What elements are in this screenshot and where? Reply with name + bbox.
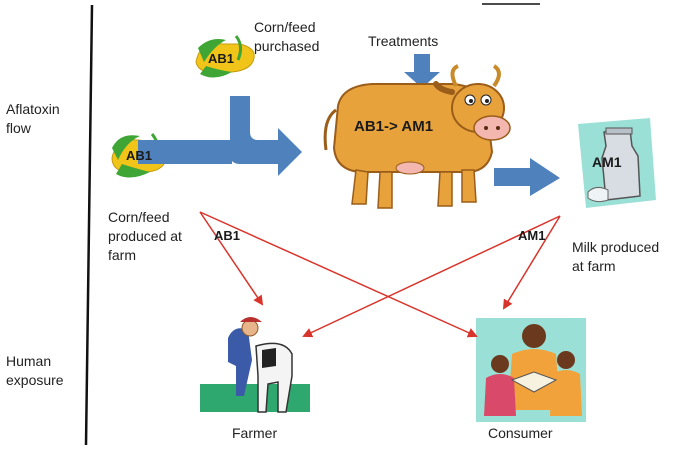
human-exposure-label: Human exposure [6, 353, 64, 388]
divider-line [84, 4, 94, 446]
milk-badge: AM1 [592, 154, 622, 170]
exposure-arrow-am1-to-consumer [502, 215, 561, 310]
consumer-icon [476, 318, 586, 422]
corn-purchased-icon [195, 35, 255, 78]
milk-can-icon [578, 118, 656, 208]
flow-arrow-cow-to-milk [494, 158, 560, 196]
treatments-arrow [404, 54, 440, 88]
milk-label: Milk produced at farm [572, 239, 660, 274]
corn-farm-badge: AB1 [126, 148, 153, 163]
exposure-arrow-ab1-to-consumer [199, 211, 478, 338]
corn-purchased-label: Corn/feed purchased [254, 19, 320, 54]
aflatoxin-flow-label: Aflatoxin flow [6, 101, 60, 136]
am1-exposure-label: AM1 [518, 228, 546, 243]
corn-purchased-badge: AB1 [208, 51, 235, 66]
farmer-label: Farmer [232, 425, 278, 441]
farmer-icon [200, 317, 310, 413]
treatments-label: Treatments [368, 33, 439, 49]
flow-arrow-corn-to-cow [138, 96, 302, 176]
exposure-arrow-ab1-to-farmer [199, 211, 264, 306]
ab1-exposure-label: AB1 [214, 228, 241, 243]
exposure-arrow-am1-to-farmer [302, 215, 561, 338]
cow-conversion-label: AB1-> AM1 [354, 118, 434, 135]
consumer-label: Consumer [488, 425, 553, 441]
corn-farm-label: Corn/feed produced at farm [108, 209, 182, 263]
cow-icon [323, 64, 511, 209]
